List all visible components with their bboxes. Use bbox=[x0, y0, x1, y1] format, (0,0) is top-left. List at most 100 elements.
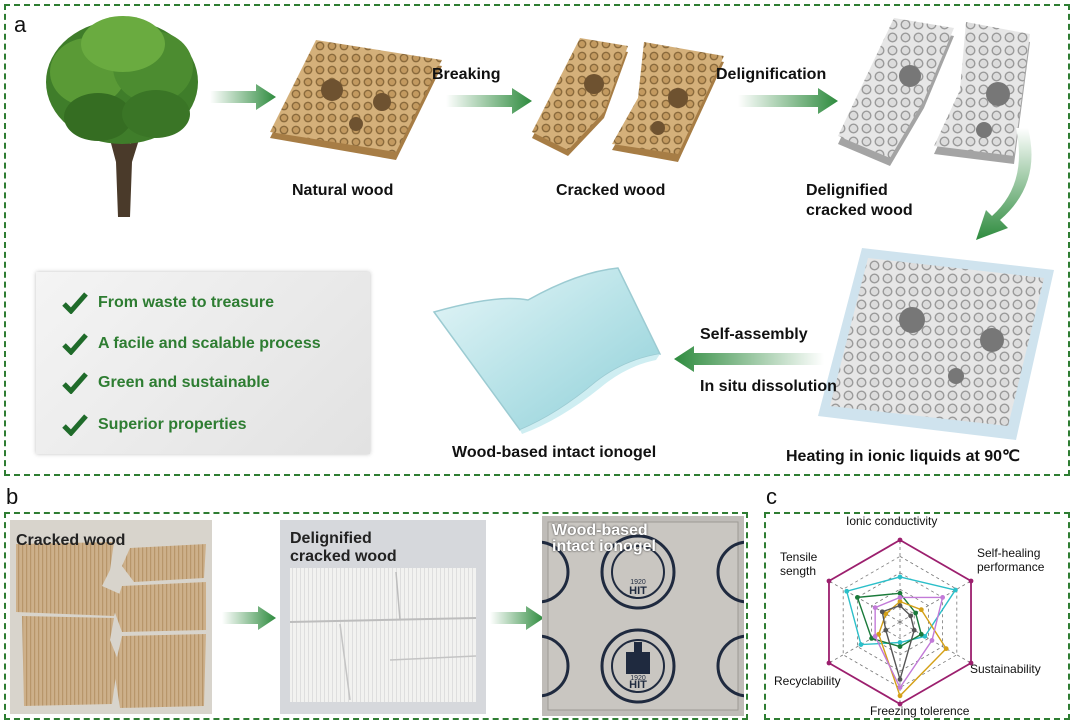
axis-label-recyclability: Recyclability bbox=[774, 674, 841, 688]
radar-point bbox=[897, 693, 903, 699]
radar-chart bbox=[826, 537, 974, 707]
radar-point bbox=[943, 646, 949, 652]
natural-wood-block bbox=[270, 40, 442, 160]
checkmark-icon bbox=[62, 292, 88, 314]
panel-a-letter: a bbox=[14, 12, 27, 37]
feature-text: From waste to treasure bbox=[98, 294, 275, 311]
delignified-wood-block bbox=[838, 18, 1030, 166]
curved-arrow-icon bbox=[976, 128, 1032, 240]
feature-text: A facile and scalable process bbox=[98, 335, 321, 352]
radar-grid-ring bbox=[885, 605, 915, 639]
emblem-text: HIT bbox=[629, 679, 647, 691]
radar-point bbox=[844, 588, 850, 594]
radar-point bbox=[911, 627, 917, 633]
photo-ionogel: HIT 1920 HIT 1920 Wood-based intact iono… bbox=[542, 516, 744, 716]
arrow-right-icon bbox=[210, 84, 276, 110]
arrow-label-delignification: Delignification bbox=[716, 66, 827, 83]
emblem-text: HIT bbox=[629, 585, 647, 597]
axis-label-freezing: Freezing tolerence bbox=[870, 704, 970, 718]
radar-point bbox=[897, 644, 903, 649]
radar-point bbox=[826, 660, 832, 666]
emblem-year: 1920 bbox=[630, 675, 646, 682]
radar-point bbox=[883, 627, 889, 633]
radar-point bbox=[897, 599, 903, 604]
panel-c-frame bbox=[764, 512, 1070, 720]
tree-illustration bbox=[46, 16, 198, 217]
radar-point bbox=[826, 578, 832, 584]
ionic-liquid-block bbox=[818, 248, 1054, 440]
radar-point bbox=[897, 701, 903, 707]
radar-point bbox=[968, 660, 974, 666]
label-delignified-2: cracked wood bbox=[806, 202, 913, 219]
radar-point bbox=[929, 638, 935, 643]
label-delignified-1: Delignified bbox=[806, 182, 888, 199]
radar-point bbox=[897, 640, 903, 645]
radar-point bbox=[918, 631, 924, 637]
radar-axis-line bbox=[899, 621, 972, 664]
radar-point bbox=[879, 609, 885, 615]
feature-item: Superior properties bbox=[62, 414, 246, 436]
photo-label: Delignified bbox=[290, 530, 372, 547]
axis-label-self-healing: Self-healing bbox=[977, 546, 1041, 560]
radar-point bbox=[858, 642, 864, 647]
arrow-left-icon bbox=[674, 346, 824, 372]
white-wood-pieces bbox=[289, 568, 477, 702]
radar-point bbox=[897, 590, 903, 596]
panel-a-frame bbox=[4, 4, 1070, 476]
radar-point bbox=[908, 613, 914, 619]
radar-point bbox=[897, 537, 903, 543]
radar-point bbox=[897, 574, 903, 580]
arrow-right-icon bbox=[222, 606, 276, 630]
axis-label-ionic-conductivity: Ionic conductivity bbox=[846, 514, 938, 528]
feature-text: Superior properties bbox=[98, 416, 247, 433]
cracked-wood-block bbox=[532, 38, 724, 162]
radar-point bbox=[918, 607, 924, 613]
arrow-right-icon bbox=[738, 88, 838, 114]
radar-axis-line bbox=[828, 580, 901, 623]
feature-item: Green and sustainable bbox=[62, 372, 270, 394]
cracked-wood-pieces bbox=[16, 542, 206, 708]
emblem-year: 1920 bbox=[630, 579, 646, 586]
photo-label: Cracked wood bbox=[16, 532, 126, 549]
checkmark-icon bbox=[62, 414, 88, 436]
checkmark-icon bbox=[62, 372, 88, 394]
radar-point bbox=[876, 631, 882, 637]
photo-delignified-wood: Delignified cracked wood bbox=[280, 520, 486, 714]
arrow-label-self-assembly: Self-assembly bbox=[700, 326, 808, 343]
radar-point bbox=[872, 605, 878, 611]
radar-point bbox=[872, 633, 878, 639]
radar-point bbox=[922, 633, 928, 639]
arrow-label-breaking: Breaking bbox=[432, 66, 501, 83]
university-emblem bbox=[542, 534, 744, 704]
arrow-right-icon bbox=[490, 606, 544, 630]
radar-point bbox=[869, 636, 874, 641]
features-panel: From waste to treasure A facile and scal… bbox=[36, 272, 370, 454]
ionogel-photo-scene: HIT 1920 HIT 1920 bbox=[542, 521, 744, 711]
checkmark-icon bbox=[62, 333, 88, 355]
axis-label-self-healing-2: performance bbox=[977, 560, 1045, 574]
label-ionogel: Wood-based intact ionogel bbox=[452, 444, 657, 461]
radar-point bbox=[883, 611, 889, 617]
axis-label-tensile-2: sength bbox=[780, 564, 817, 578]
radar-point bbox=[968, 578, 974, 584]
panel-c-letter: c bbox=[766, 484, 777, 509]
photo-label: Wood-based bbox=[552, 522, 648, 539]
label-natural-wood: Natural wood bbox=[292, 182, 394, 199]
ionogel-sheet bbox=[432, 267, 662, 434]
axis-label-tensile: Tensile bbox=[780, 550, 818, 564]
radar-point bbox=[940, 595, 946, 600]
photo-cracked-wood: Cracked wood bbox=[10, 520, 212, 714]
arrow-right-icon bbox=[446, 88, 532, 114]
radar-point bbox=[897, 677, 903, 682]
photo-label: intact ionogel bbox=[552, 538, 656, 555]
photo-label: cracked wood bbox=[290, 548, 397, 565]
radar-point bbox=[897, 685, 903, 690]
radar-point bbox=[897, 603, 903, 608]
feature-item: A facile and scalable process bbox=[62, 333, 321, 355]
label-cracked-wood: Cracked wood bbox=[556, 182, 666, 199]
label-heating: Heating in ionic liquids at 90℃ bbox=[786, 448, 1020, 465]
feature-text: Green and sustainable bbox=[98, 374, 270, 391]
radar-point bbox=[854, 595, 860, 600]
arrow-label-dissolution: In situ dissolution bbox=[700, 378, 837, 395]
radar-point bbox=[952, 587, 958, 593]
